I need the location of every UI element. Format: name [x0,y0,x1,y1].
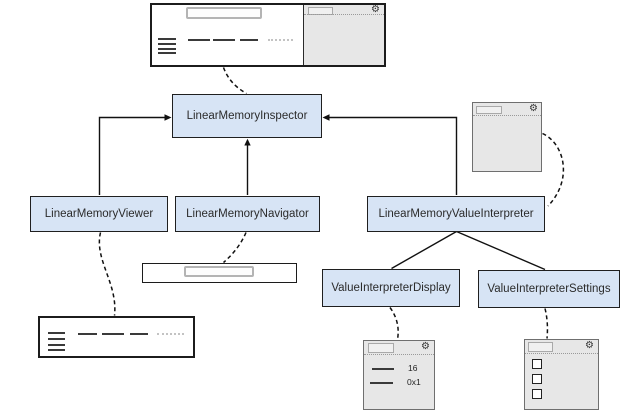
address-line [48,332,65,334]
address-input-mockup [186,7,262,19]
address-line [48,344,65,346]
inspector-mockup-side-panel: ⚙ [303,5,384,65]
node-label: LinearMemoryViewer [44,208,154,220]
navigator-input-mockup [184,266,254,277]
checkbox-mockup [532,374,542,384]
navigator-ui-mockup [142,263,297,283]
arrowhead-inspector-right [322,114,330,121]
value-type-line [372,368,394,370]
node-linear-memory-inspector: LinearMemoryInspector [172,94,322,138]
viewer-ui-mockup [38,316,195,358]
panel-header-separator [473,115,541,116]
ascii-dots [268,39,293,41]
panel-header-separator [304,14,384,15]
ascii-dots [157,333,184,335]
address-line [158,38,176,40]
byte-group-line [213,39,235,41]
edge-settings-mockup-link [544,308,549,339]
panel-header-separator [364,354,434,355]
inspector-ui-mockup: ⚙ [150,3,386,67]
address-line [48,349,65,351]
panel-input-mockup [368,343,394,353]
byte-group-line [188,39,210,41]
node-value-interpreter-display: ValueInterpreterDisplay [322,269,460,307]
edge-display-mockup-link [389,307,399,340]
panel-input-mockup [528,342,553,352]
node-value-interpreter-settings: ValueInterpreterSettings [478,270,620,308]
interpreter-panel-mockup: ⚙ [472,102,542,172]
value-text: 0x1 [407,377,421,387]
edge-interpreter-settings [456,230,546,271]
edge-interpreter-display [391,230,457,270]
byte-group-line [240,39,258,41]
node-linear-memory-navigator: LinearMemoryNavigator [175,196,320,232]
edge-inspector-viewer [98,116,165,195]
gear-icon: ⚙ [421,341,430,352]
address-line [158,43,176,45]
gear-icon: ⚙ [529,103,538,114]
edge-inspector-mockup-link [222,67,247,95]
node-label: ValueInterpreterSettings [487,283,611,295]
checkbox-mockup [532,389,542,399]
node-label: ValueInterpreterDisplay [331,282,451,294]
node-linear-memory-viewer: LinearMemoryViewer [30,196,168,232]
panel-input-mockup [476,106,502,114]
arrowhead-inspector-left [164,114,172,121]
panel-header-separator [525,353,598,354]
byte-group-line [102,333,124,335]
node-label: LinearMemoryInspector [186,110,308,122]
edge-inspector-interpreter [329,116,458,195]
arrowhead-inspector-bottom [244,138,251,146]
display-ui-mockup: ⚙ 16 0x1 [363,340,435,410]
node-label: LinearMemoryNavigator [186,208,309,220]
gear-icon: ⚙ [585,340,594,351]
value-text: 16 [408,363,418,373]
gear-icon: ⚙ [371,4,380,15]
edge-navigator-mockup-link [223,232,247,264]
address-line [158,48,176,50]
byte-group-line [78,333,97,335]
node-linear-memory-value-interpreter: LinearMemoryValueInterpreter [367,196,545,232]
edge-interpreter-mockup-link [542,132,565,207]
value-type-line [370,382,393,384]
settings-ui-mockup: ⚙ [524,339,599,410]
node-label: LinearMemoryValueInterpreter [378,208,534,220]
address-line [48,338,65,340]
byte-group-line [130,333,148,335]
checkbox-mockup [532,359,542,369]
edge-viewer-mockup-link [98,232,116,316]
address-line [158,52,176,54]
